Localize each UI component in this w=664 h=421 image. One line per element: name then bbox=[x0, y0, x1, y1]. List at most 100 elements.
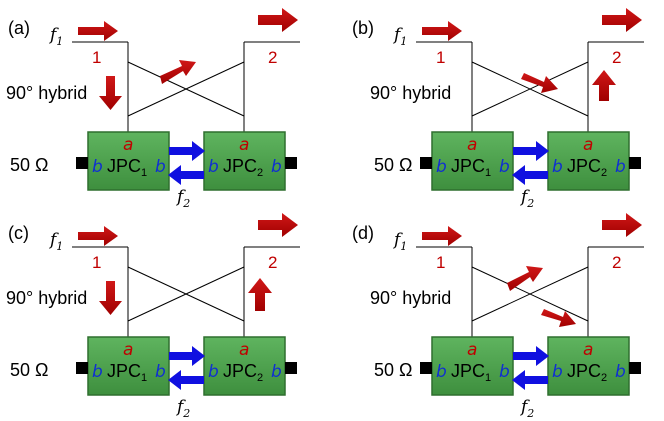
jpc-1-label: JPC1 bbox=[451, 361, 491, 384]
panel-c: (c) f1 1 2 90° hybrid a a b b b b JPC1 J… bbox=[6, 213, 300, 420]
pump-arrow-right bbox=[169, 141, 205, 161]
load-terminator-right bbox=[285, 362, 297, 374]
port-1-label: 1 bbox=[436, 253, 445, 272]
pump-arrow-right bbox=[169, 346, 205, 366]
jpc-1-mode-b-right: b bbox=[155, 157, 166, 177]
pump-arrow-left bbox=[512, 370, 548, 390]
signal-freq-label: f1 bbox=[48, 230, 63, 253]
output-signal-arrow bbox=[602, 8, 642, 32]
pump-arrow-right bbox=[513, 141, 549, 161]
jpc-1-box bbox=[87, 336, 170, 396]
jpc-1-box bbox=[431, 131, 514, 191]
jpc-1-mode-b-left: b bbox=[92, 362, 103, 382]
load-terminator-right bbox=[629, 157, 641, 169]
hybrid-coupler-lines bbox=[416, 246, 644, 337]
output-signal-arrow bbox=[258, 213, 298, 237]
jpc-2-box bbox=[203, 336, 286, 396]
jpc-2-label: JPC2 bbox=[567, 361, 607, 384]
hybrid-label: 90° hybrid bbox=[6, 288, 87, 308]
jpc-2-mode-b-right: b bbox=[615, 157, 626, 177]
input-signal-arrow bbox=[78, 226, 118, 246]
jpc-2-mode-b-left: b bbox=[208, 157, 219, 177]
output-signal-arrow bbox=[602, 213, 642, 237]
jpc-1-box bbox=[431, 336, 514, 396]
jpc-1-mode-b-left: b bbox=[92, 157, 103, 177]
panel-tag: (d) bbox=[352, 223, 374, 243]
jpc-1-mode-b-right: b bbox=[155, 362, 166, 382]
jpc-1-mode-b-left: b bbox=[436, 157, 447, 177]
jpc-2-box bbox=[547, 336, 630, 396]
jpc-1-mode-b-right: b bbox=[499, 362, 510, 382]
pump-arrow-left bbox=[168, 165, 204, 185]
jpc-2-label: JPC2 bbox=[567, 156, 607, 179]
load-terminator-left bbox=[420, 362, 432, 374]
load-label: 50 Ω bbox=[374, 360, 412, 380]
port-2-label: 2 bbox=[612, 48, 621, 67]
jpc-2-mode-a: a bbox=[583, 135, 593, 155]
signal-freq-label: f1 bbox=[392, 25, 407, 48]
pump-freq-label: f2 bbox=[519, 187, 534, 210]
panel-tag: (c) bbox=[8, 223, 29, 243]
signal-freq-label: f1 bbox=[48, 25, 63, 48]
diagonal-down-arrow bbox=[541, 309, 576, 327]
panel-tag: (a) bbox=[8, 18, 30, 38]
down-arrow-port-1 bbox=[99, 281, 122, 315]
jpc-2-mode-b-right: b bbox=[615, 362, 626, 382]
jpc-2-mode-a: a bbox=[239, 340, 249, 360]
hybrid-coupler-lines bbox=[72, 246, 300, 337]
diagonal-up-arrow bbox=[507, 266, 543, 291]
jpc-1-mode-a: a bbox=[467, 135, 477, 155]
port-1-label: 1 bbox=[92, 253, 101, 272]
pump-freq-label: f2 bbox=[175, 397, 190, 420]
signal-freq-label: f1 bbox=[392, 230, 407, 253]
jpc-1-mode-b-right: b bbox=[499, 157, 510, 177]
jpc-1-label: JPC1 bbox=[451, 156, 491, 179]
pump-arrow-left bbox=[168, 370, 204, 390]
jpc-1-box bbox=[87, 131, 170, 191]
pump-freq-label: f2 bbox=[175, 187, 190, 210]
jpc-1-label: JPC1 bbox=[107, 156, 147, 179]
port-1-label: 1 bbox=[436, 48, 445, 67]
hybrid-label: 90° hybrid bbox=[370, 83, 451, 103]
jpc-1-label: JPC1 bbox=[107, 361, 147, 384]
port-1-label: 1 bbox=[92, 48, 101, 67]
jpc-2-mode-b-left: b bbox=[208, 362, 219, 382]
output-signal-arrow bbox=[258, 8, 298, 32]
port-2-label: 2 bbox=[268, 253, 277, 272]
diagonal-up-arrow bbox=[160, 60, 196, 84]
hybrid-label: 90° hybrid bbox=[6, 83, 87, 103]
load-terminator-left bbox=[76, 362, 88, 374]
jpc-2-mode-b-right: b bbox=[271, 362, 282, 382]
input-signal-arrow bbox=[422, 226, 462, 246]
jpc-2-label: JPC2 bbox=[223, 156, 263, 179]
hybrid-coupler-lines bbox=[416, 41, 644, 132]
port-2-label: 2 bbox=[612, 253, 621, 272]
input-signal-arrow bbox=[422, 21, 462, 41]
jpc-2-mode-b-left: b bbox=[552, 157, 563, 177]
load-terminator-left bbox=[420, 157, 432, 169]
jpc-2-mode-a: a bbox=[239, 135, 249, 155]
panel-b: (b) f1 1 2 90° hybrid a a b b b b JPC1 J… bbox=[352, 8, 644, 210]
input-signal-arrow bbox=[78, 21, 118, 41]
down-arrow-port-1 bbox=[99, 76, 122, 110]
jpc-2-label: JPC2 bbox=[223, 361, 263, 384]
load-label: 50 Ω bbox=[374, 155, 412, 175]
load-label: 50 Ω bbox=[10, 155, 48, 175]
pump-arrow-left bbox=[512, 165, 548, 185]
load-terminator-right bbox=[285, 157, 297, 169]
pump-arrow-right bbox=[513, 346, 549, 366]
jpc-2-mode-b-left: b bbox=[552, 362, 563, 382]
load-terminator-left bbox=[76, 157, 88, 169]
panel-d: (d) f1 1 2 90° hybrid a a b b b b JPC1 J… bbox=[352, 213, 644, 420]
pump-freq-label: f2 bbox=[519, 397, 534, 420]
jpc-1-mode-b-left: b bbox=[436, 362, 447, 382]
up-arrow-port-2 bbox=[248, 278, 272, 311]
jpc-2-mode-a: a bbox=[583, 340, 593, 360]
load-terminator-right bbox=[629, 362, 641, 374]
diagonal-down-arrow bbox=[521, 73, 558, 93]
jpc-2-mode-b-right: b bbox=[271, 157, 282, 177]
panel-tag: (b) bbox=[352, 18, 374, 38]
hybrid-label: 90° hybrid bbox=[370, 288, 451, 308]
hybrid-coupler-lines bbox=[72, 41, 300, 132]
